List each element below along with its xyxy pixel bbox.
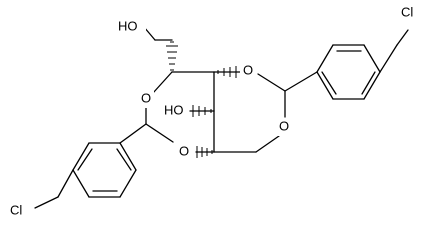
bond-ar2-inner-3 <box>116 148 132 171</box>
molecule-diagram: HO O O HO O O Cl Cl <box>8 4 424 219</box>
bond-c5-o <box>152 71 173 94</box>
bond-ar1-inner-3 <box>321 71 337 95</box>
label-cl-top-right: Cl <box>401 4 413 19</box>
bond-ar1-a <box>316 44 334 73</box>
bond-acetal-left-aryl <box>119 123 147 144</box>
stereo-layer <box>166 41 237 158</box>
bond-ar2-c <box>72 169 90 198</box>
bond-layer <box>34 26 409 209</box>
bond-acetal-left-o <box>145 123 174 143</box>
bond-ar1-f <box>316 71 334 100</box>
bond-ar2-e <box>119 169 137 198</box>
label-ring-o-top: O <box>243 62 253 77</box>
label-ring-o-left: O <box>141 90 151 105</box>
bond-ar1-d <box>363 71 381 100</box>
label-ring-oh: HO <box>164 102 184 117</box>
bond-ar1-cl <box>379 44 398 73</box>
bond-ar2-b <box>72 142 90 171</box>
bond-ar2-cl <box>57 169 74 198</box>
label-layer: HO O O HO O O Cl Cl <box>8 4 424 219</box>
bond-o-ch2 <box>255 135 280 153</box>
label-ring-o-bottom: O <box>179 143 189 158</box>
bond-ar1-inner-2 <box>361 71 376 95</box>
label-cl-bottom-left: Cl <box>10 202 22 217</box>
bond-acetal-right-aryl <box>284 71 318 92</box>
bond-ar2-cl-b <box>34 196 59 209</box>
label-hydroxymethyl-oh: HO <box>118 18 138 33</box>
bond-o-acetal-right <box>257 73 286 92</box>
hash-bond-c2-oh <box>192 105 212 117</box>
hash-bond-c4-o <box>217 66 237 78</box>
bond-ar2-inner-1 <box>77 148 93 171</box>
bond-ar1-c <box>363 44 381 73</box>
bond-ar1-cl-b <box>396 29 409 46</box>
hash-bond-c3-o <box>196 146 213 158</box>
bond-ar2-f <box>119 142 137 171</box>
label-ring-o-right: O <box>279 118 289 133</box>
hash-bond-c5-ch2 <box>166 41 178 71</box>
